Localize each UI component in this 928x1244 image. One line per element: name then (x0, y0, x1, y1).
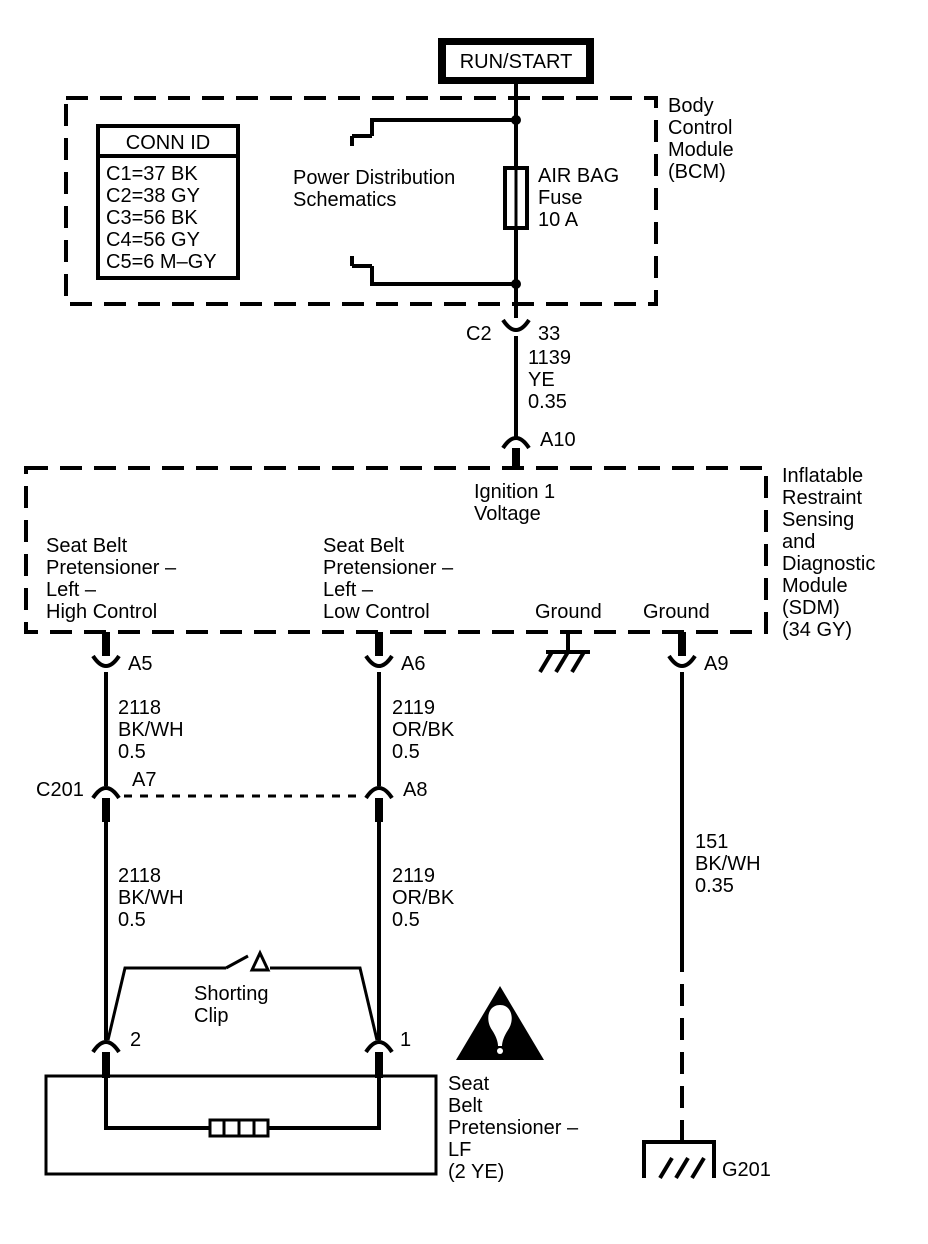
c201-a7-connector-icon (91, 786, 121, 800)
shorting-clip-label: Shorting Clip (194, 983, 274, 1027)
g201-label: G201 (722, 1159, 771, 1181)
conn-id-row: C4=56 GY (106, 229, 200, 251)
ground-label: Ground (643, 601, 710, 623)
high-control-label: Seat Belt Pretensioner – Left – High Con… (46, 535, 182, 623)
a9-connector-icon (667, 654, 697, 668)
seat-belt-pretensioner-box (44, 1074, 438, 1176)
a6-label: A6 (401, 653, 425, 675)
a5-connector-icon (91, 654, 121, 668)
wire-1139-label: 1139 YE 0.35 (528, 347, 577, 413)
conn-id-row: C1=37 BK (106, 163, 198, 185)
pretensioner-internal-wire (104, 1078, 381, 1130)
pretensioner-label: Seat Belt Pretensioner – LF (2 YE) (448, 1073, 584, 1183)
g201-ground-icon (642, 1140, 716, 1180)
wire-2119-upper-label: 2119 OR/BK 0.5 (392, 697, 460, 763)
run-start-box: RUN/START (438, 38, 594, 84)
power-distribution-reference (350, 118, 516, 286)
power-distribution-label: Power Distribution Schematics (293, 167, 461, 211)
wire-151-label: 151 BK/WH 0.35 (695, 831, 766, 897)
squib-element-icon (208, 1118, 270, 1138)
pin-2-connector-icon (91, 1040, 121, 1054)
wire-2119-lower-label: 2119 OR/BK 0.5 (392, 865, 460, 931)
conn-id-row: C2=38 GY (106, 185, 200, 207)
wire-2118-lower-label: 2118 BK/WH 0.5 (118, 865, 189, 931)
shorting-clip-icon (106, 949, 379, 1041)
bcm-box (64, 96, 658, 306)
ignition-voltage-label: Ignition 1 Voltage (474, 481, 561, 525)
sdm-box (24, 466, 768, 634)
a7-label: A7 (132, 769, 156, 791)
bcm-label: Body Control Module (BCM) (668, 95, 739, 183)
pin-1-connector-icon (364, 1040, 394, 1054)
run-start-label: RUN/START (460, 51, 573, 73)
c2-connector-icon (501, 318, 531, 332)
c2-pin-label: 33 (538, 323, 560, 345)
c201-a8-connector-icon (364, 786, 394, 800)
sdm-label: Inflatable Restraint Sensing and Diagnos… (782, 465, 881, 641)
c201-label: C201 (36, 779, 84, 801)
airbag-warning-icon (456, 986, 544, 1060)
conn-id-row: C3=56 BK (106, 207, 198, 229)
ground-label: Ground (535, 601, 602, 623)
fuse-label: AIR BAG Fuse 10 A (538, 165, 625, 231)
chassis-ground-icon (538, 632, 590, 674)
pin-2-label: 2 (130, 1029, 141, 1051)
a6-connector-icon (364, 654, 394, 668)
a8-label: A8 (403, 779, 427, 801)
a9-label: A9 (704, 653, 728, 675)
a10-connector-icon (501, 436, 531, 450)
wire-2118-upper-label: 2118 BK/WH 0.5 (118, 697, 189, 763)
c2-label: C2 (466, 323, 492, 345)
a10-label: A10 (540, 429, 576, 451)
pin-1-label: 1 (400, 1029, 411, 1051)
low-control-label: Seat Belt Pretensioner – Left – Low Cont… (323, 535, 459, 623)
a5-label: A5 (128, 653, 152, 675)
conn-id-title: CONN ID (126, 132, 210, 154)
conn-id-table: CONN ID C1=37 BK C2=38 GY C3=56 BK C4=56… (96, 124, 240, 280)
conn-id-row: C5=6 M–GY (106, 251, 217, 273)
